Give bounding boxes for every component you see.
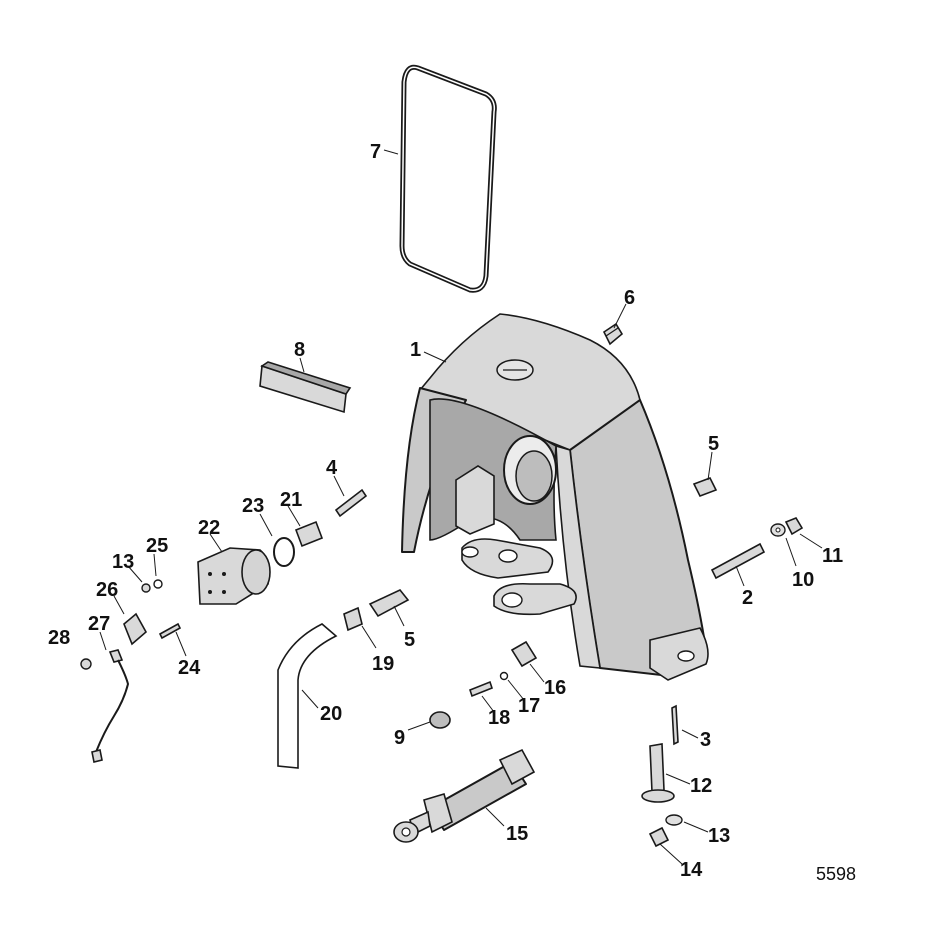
- callout-2: 2: [742, 587, 753, 609]
- callout-19: 19: [372, 653, 394, 675]
- part-22-valve-block: [197, 547, 271, 605]
- callout-7: 7: [370, 141, 381, 163]
- part-12-bolt: [641, 743, 675, 803]
- callout-18: 18: [488, 707, 510, 729]
- callout-22: 22: [198, 517, 220, 539]
- part-25-washer: [153, 579, 163, 589]
- callout-3: 3: [700, 729, 711, 751]
- part-18-bolt: [469, 680, 493, 698]
- part-24-screw: [158, 622, 182, 640]
- callout-5-upper: 5: [708, 433, 719, 455]
- callout-11: 11: [822, 545, 843, 567]
- part-17-washer: [499, 671, 509, 681]
- part-19-clamp: [343, 606, 363, 632]
- part-5-fitting-lower: [368, 589, 410, 618]
- callout-21: 21: [280, 489, 302, 511]
- callout-25: 25: [146, 535, 168, 557]
- callout-5-lower: 5: [404, 629, 415, 651]
- part-15-cylinder: [393, 748, 536, 843]
- part-20-hose: [277, 623, 338, 769]
- part-26-bracket: [123, 612, 148, 646]
- leader-lines: [99, 149, 823, 865]
- callout-24: 24: [178, 657, 201, 679]
- part-23-o-ring: [273, 537, 295, 567]
- part-3-pin: [671, 704, 679, 746]
- part-27-sensor: [91, 649, 130, 763]
- callout-23: 23: [242, 495, 264, 517]
- part-11-nut: [784, 517, 804, 536]
- callout-9: 9: [394, 727, 405, 749]
- callout-13-upper: 13: [112, 551, 134, 573]
- callout-14: 14: [680, 859, 703, 881]
- part-5-fitting-upper: [692, 476, 718, 498]
- part-6-fitting: [602, 322, 624, 346]
- callout-17: 17: [518, 695, 540, 717]
- callout-15: 15: [506, 823, 528, 845]
- part-13-nut-upper: [141, 583, 151, 593]
- part-7-gasket: [399, 64, 497, 293]
- part-14-nut: [648, 826, 670, 848]
- part-2-pin: [710, 542, 766, 580]
- part-21-fitting: [294, 520, 324, 548]
- part-10-washer: [770, 523, 786, 537]
- callout-12: 12: [690, 775, 712, 797]
- callout-1: 1: [410, 339, 421, 361]
- callout-20: 20: [320, 703, 342, 725]
- callout-16: 16: [544, 677, 566, 699]
- callout-10: 10: [792, 569, 814, 591]
- callout-6: 6: [624, 287, 635, 309]
- part-13-nut-lower: [665, 814, 683, 826]
- part-28-nut: [80, 658, 92, 670]
- part-8-pad: [259, 361, 352, 414]
- part-16-plate: [510, 640, 538, 668]
- callout-26: 26: [96, 579, 118, 601]
- part-4-screw: [334, 488, 368, 518]
- callout-27: 27: [88, 613, 110, 635]
- callout-28: 28: [48, 627, 70, 649]
- callout-4: 4: [326, 457, 338, 479]
- part-9-plug: [429, 711, 451, 729]
- callout-labels: 7 6 1 8 5 4 21 23 22 13 25 26 27 28 24 2…: [48, 141, 843, 881]
- callout-13-lower: 13: [708, 825, 730, 847]
- callout-8: 8: [294, 339, 305, 361]
- part-1-housing: [401, 313, 709, 681]
- figure-number: 5598: [816, 864, 856, 884]
